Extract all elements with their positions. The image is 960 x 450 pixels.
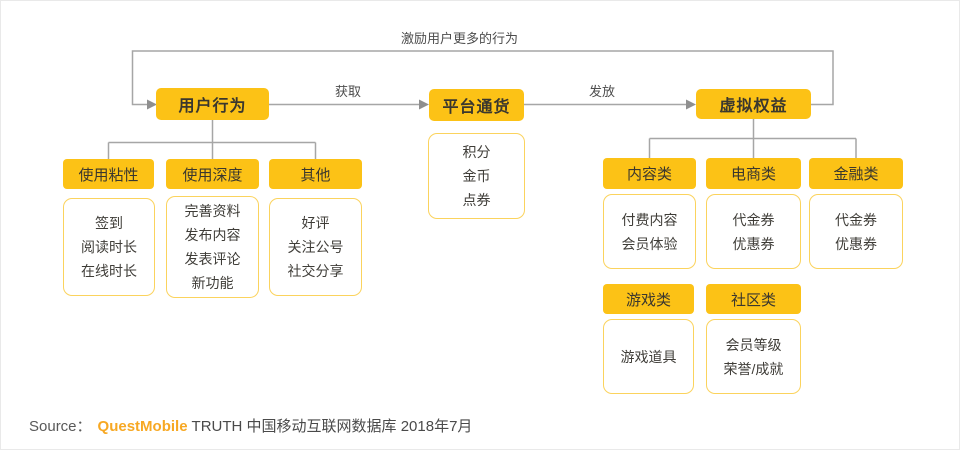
card-depth-items: 完善资料 发布内容 发表评论 新功能: [166, 196, 259, 298]
card-content-items: 付费内容 会员体验: [603, 194, 696, 269]
card-platform-currency-items: 积分 金币 点券: [428, 133, 525, 219]
arrowhead-into-platform-currency: [419, 99, 429, 110]
source-brand-questmobile: QuestMobile: [97, 418, 188, 435]
group-label-ecommerce: 电商类: [706, 158, 801, 189]
group-label-depth: 使用深度: [166, 159, 259, 189]
card-game-items: 游戏道具: [603, 319, 694, 394]
card-ecommerce-items: 代金券 优惠券: [706, 194, 801, 269]
card-community-items: 会员等级 荣誉/成就: [706, 319, 801, 394]
group-label-content: 内容类: [603, 158, 696, 189]
node-platform-currency: 平台通货: [429, 89, 524, 121]
group-label-community: 社区类: [706, 284, 801, 314]
arrowhead-into-virtual-rights: [686, 99, 696, 110]
feedback-label: 激励用户更多的行为: [401, 31, 519, 46]
group-label-game: 游戏类: [603, 284, 694, 314]
group-label-stickiness: 使用粘性: [63, 159, 154, 189]
group-label-other: 其他: [269, 159, 362, 189]
edge-label-acquire: 获取: [335, 84, 362, 99]
source-suffix: TRUTH 中国移动互联网数据库 2018年7月: [191, 418, 473, 435]
card-other-items: 好评 关注公号 社交分享: [269, 198, 362, 296]
card-finance-items: 代金券 优惠券: [809, 194, 903, 269]
group-label-finance: 金融类: [809, 158, 903, 189]
node-virtual-rights: 虚拟权益: [696, 89, 811, 119]
card-stickiness-items: 签到 阅读时长 在线时长: [63, 198, 155, 296]
source-prefix: Source：: [29, 418, 92, 435]
edge-label-issue: 发放: [589, 84, 616, 99]
node-user-behavior: 用户行为: [156, 88, 269, 120]
